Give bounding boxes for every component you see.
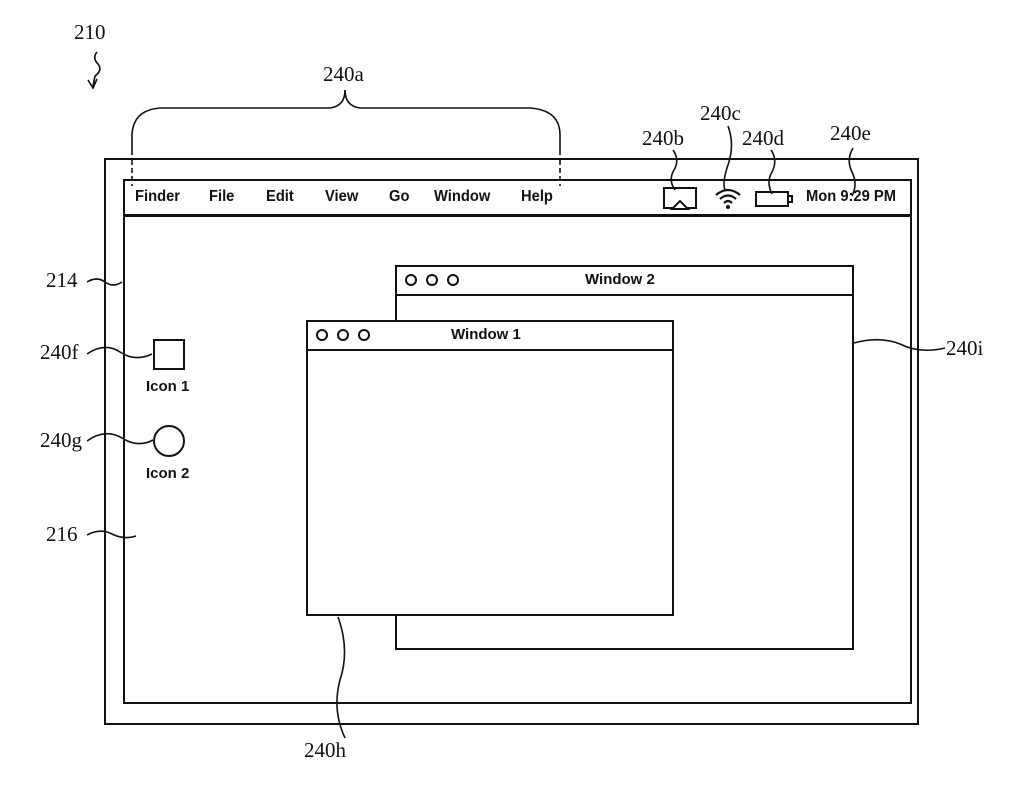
ref-240b: 240b [642, 126, 684, 150]
menu-finder[interactable]: Finder [135, 188, 180, 205]
maximize-icon[interactable] [447, 274, 459, 286]
ref-240i: 240i [946, 336, 984, 360]
window-1-titlebar[interactable]: Window 1 [308, 322, 672, 351]
icon-1-label[interactable]: Icon 1 [146, 378, 190, 395]
icon-2-circle[interactable] [153, 425, 185, 457]
close-icon[interactable] [405, 274, 417, 286]
menu-clock[interactable]: Mon 9:29 PM [806, 188, 896, 205]
ref-240e: 240e [830, 121, 871, 145]
minimize-icon[interactable] [426, 274, 438, 286]
window-2-titlebar[interactable]: Window 2 [397, 267, 852, 296]
ref-210: 210 [74, 20, 106, 44]
airplay-icon[interactable] [662, 186, 700, 212]
menu-view[interactable]: View [325, 188, 359, 205]
menu-file[interactable]: File [209, 188, 235, 205]
ref-240g: 240g [40, 428, 82, 452]
window-1[interactable]: Window 1 [306, 320, 674, 616]
ref-240f: 240f [40, 340, 79, 364]
ref-240a: 240a [323, 62, 364, 86]
wifi-icon[interactable] [713, 186, 743, 212]
ref-240h: 240h [304, 738, 346, 762]
battery-icon[interactable] [754, 189, 794, 211]
menu-window[interactable]: Window [434, 188, 491, 205]
menu-bar [124, 214, 911, 217]
menu-help[interactable]: Help [521, 188, 553, 205]
close-icon[interactable] [316, 329, 328, 341]
icon-1-square[interactable] [153, 339, 185, 370]
menu-edit[interactable]: Edit [266, 188, 294, 205]
window-1-title: Window 1 [451, 326, 521, 343]
minimize-icon[interactable] [337, 329, 349, 341]
ref-240d: 240d [742, 126, 784, 150]
menu-go[interactable]: Go [389, 188, 410, 205]
maximize-icon[interactable] [358, 329, 370, 341]
ref-216: 216 [46, 522, 78, 546]
icon-2-label[interactable]: Icon 2 [146, 465, 190, 482]
ref-214: 214 [46, 268, 78, 292]
window-2-title: Window 2 [585, 271, 655, 288]
ref-240c: 240c [700, 101, 741, 125]
